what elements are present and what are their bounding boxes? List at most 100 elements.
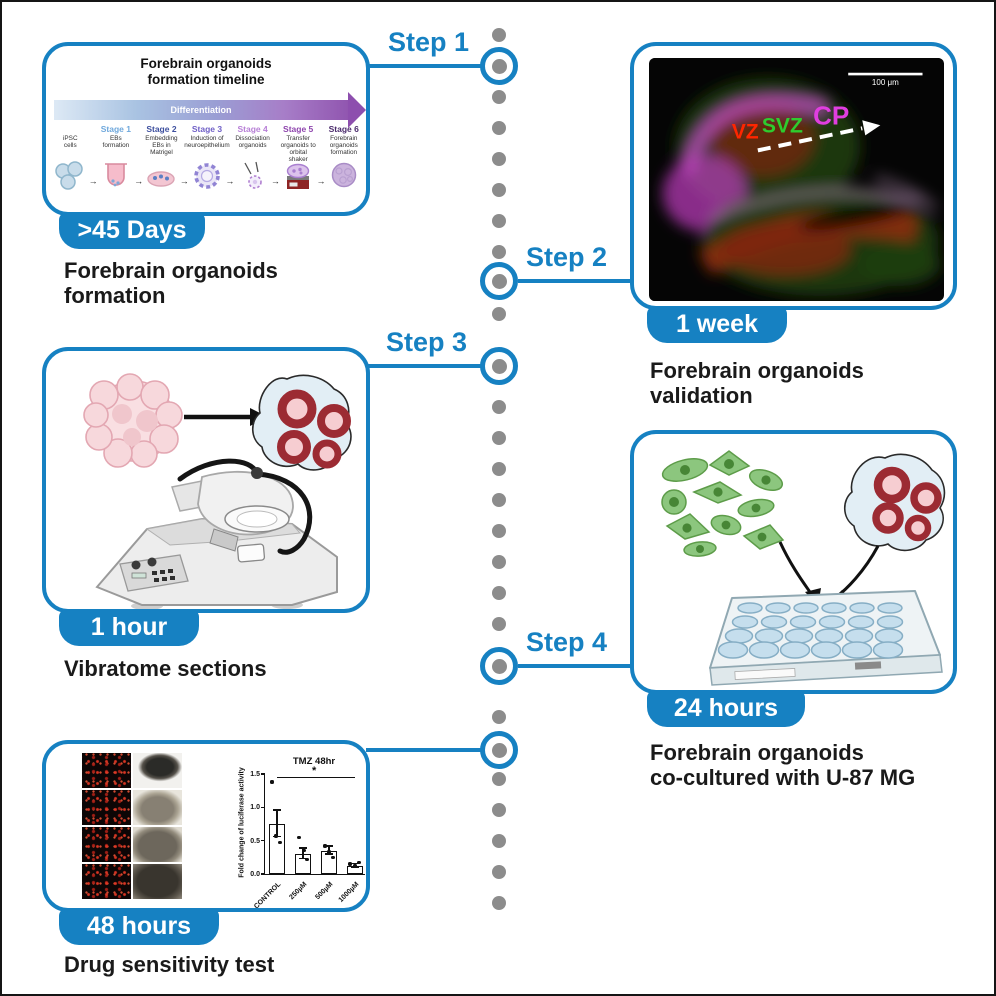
data-point xyxy=(305,857,309,861)
well xyxy=(874,628,904,644)
differentiation-label: Differentiation xyxy=(170,105,232,115)
timeline-dot xyxy=(492,710,506,724)
stage-col-1: Stage 1 EBs formation xyxy=(98,124,135,192)
organoid-illustration xyxy=(83,373,183,468)
timeline-dot xyxy=(492,307,506,321)
timeline-dot xyxy=(492,431,506,445)
y-tick-label: 0.5 xyxy=(250,837,260,845)
y-tick-mark xyxy=(261,773,265,775)
step1-label: Step 1 xyxy=(388,27,470,57)
timeline-dot xyxy=(492,586,506,600)
marker-dot xyxy=(491,358,507,374)
data-point xyxy=(323,844,327,848)
connector-step5 xyxy=(366,748,482,752)
timeline-dot xyxy=(492,462,506,476)
duration-badge-step2: 1 week xyxy=(647,306,787,343)
error-cap xyxy=(325,845,333,847)
chart-y-axis-label: Fold change of luciferase activity xyxy=(238,767,246,878)
timeline-dot xyxy=(492,400,506,414)
timeline-dot xyxy=(492,772,506,786)
data-point xyxy=(327,850,331,854)
ipsc-cells-icon xyxy=(55,161,84,190)
brightfield-tile xyxy=(133,827,182,862)
micrograph-grid xyxy=(82,753,182,899)
region-arrowhead xyxy=(862,120,881,136)
timeline-dot xyxy=(492,524,506,538)
micrograph-art: VZ SVZ CP 100 μm xyxy=(649,58,944,301)
stage1-desc: EBs formation xyxy=(102,135,130,150)
neuroepithelium-icon xyxy=(194,163,220,189)
svz-label: SVZ xyxy=(762,114,803,137)
well xyxy=(779,641,811,659)
well xyxy=(784,628,814,644)
timeline-dot xyxy=(492,245,506,259)
duration-badge-step3: 1 hour xyxy=(59,609,199,646)
y-tick-label: 1.0 xyxy=(250,804,260,812)
tmz-bar-chart: TMZ 48hr Fold change of luciferase activ… xyxy=(228,748,370,910)
well xyxy=(724,628,754,644)
brightfield-tile xyxy=(133,864,182,899)
stage-col-2: Stage 2 Embedding EBs in Matrigel xyxy=(143,124,180,192)
y-tick-label: 1.5 xyxy=(250,771,260,778)
error-cap xyxy=(299,847,307,849)
embedding-icon xyxy=(147,171,176,187)
well xyxy=(849,602,875,614)
orbital-shaker-icon xyxy=(286,163,310,189)
stage5-name: Stage 5 xyxy=(283,124,314,134)
well xyxy=(760,615,788,629)
panel-validation: VZ SVZ CP 100 μm xyxy=(630,42,957,310)
stage6-desc: Forebrain organoids formation xyxy=(329,135,358,157)
stage1-name: Stage 1 xyxy=(100,124,131,134)
data-point xyxy=(348,862,352,866)
vibratome-machine-illustration xyxy=(95,458,338,609)
vz-label: VZ xyxy=(732,120,759,143)
stage-col-5: Stage 5 Transfer organoids to orbital sh… xyxy=(280,124,317,192)
y-tick-label: 0.0 xyxy=(250,871,260,878)
data-point xyxy=(331,855,335,859)
organoid-sections-illustration xyxy=(251,374,352,471)
error-cap xyxy=(273,809,281,811)
arrow-icon: → xyxy=(316,176,326,186)
stage2-desc: Embedding EBs in Matrigel xyxy=(145,135,178,157)
timeline-dot xyxy=(492,152,506,166)
panel-drug-test: TMZ 48hr Fold change of luciferase activ… xyxy=(42,740,370,912)
error-cap xyxy=(351,862,359,864)
panel-coculture xyxy=(630,430,957,694)
ebs-well-icon xyxy=(104,163,127,187)
step2-label: Step 2 xyxy=(526,242,608,272)
fluorescence-tile xyxy=(82,864,131,899)
timeline-dot xyxy=(492,617,506,631)
well xyxy=(737,602,763,614)
connector-step1 xyxy=(366,64,482,68)
significance-star: * xyxy=(312,765,317,777)
timeline-dot xyxy=(492,183,506,197)
data-point xyxy=(297,835,301,839)
forebrain-organoid-icon xyxy=(331,162,356,188)
data-point xyxy=(270,780,274,784)
data-point xyxy=(278,841,282,845)
brightfield-tile xyxy=(133,790,182,825)
panel-formation-timeline: Forebrain organoids formation timeline D… xyxy=(42,42,370,216)
connector-step3 xyxy=(366,364,482,368)
stages-row: iPSC cells → Stage 1 EBs formation → xyxy=(52,124,362,192)
error-cap xyxy=(299,858,307,860)
error-bar xyxy=(302,848,304,860)
fluorescence-tile xyxy=(82,790,131,825)
organoid-sections-illustration xyxy=(843,453,946,552)
arrow-icon: → xyxy=(270,176,280,186)
well xyxy=(847,615,875,629)
caption-step1: Forebrain organoids formation xyxy=(64,258,278,309)
brightfield-tile xyxy=(133,753,182,788)
timeline-dot xyxy=(492,90,506,104)
duration-badge-step5: 48 hours xyxy=(59,908,219,945)
coculture-art xyxy=(661,450,946,686)
arrow-icon: → xyxy=(134,176,144,186)
connector-step4 xyxy=(518,664,634,668)
fluorescence-micrograph: VZ SVZ CP 100 μm xyxy=(649,58,944,301)
timeline-dot xyxy=(492,803,506,817)
well xyxy=(818,615,846,629)
well xyxy=(872,641,904,659)
well xyxy=(717,641,749,659)
timeline-marker-step3 xyxy=(480,347,518,385)
